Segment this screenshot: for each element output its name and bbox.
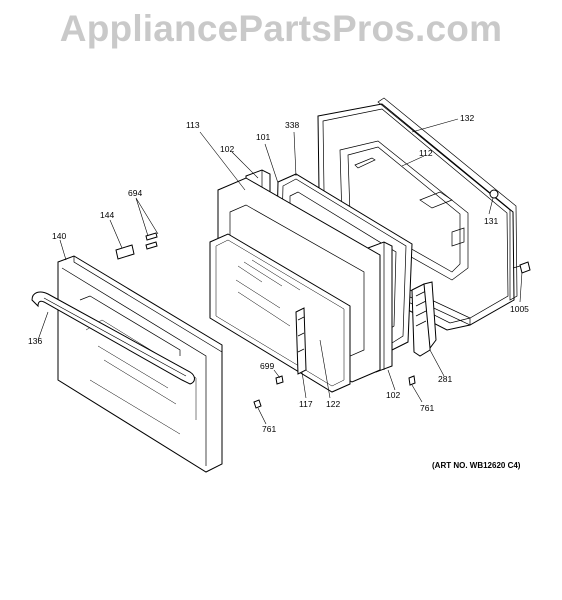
art-number-label: (ART NO. WB12620 C4): [432, 461, 521, 470]
callout-699: 699: [260, 361, 274, 371]
callout-102-lower: 102: [386, 390, 400, 400]
screw-761-left: [253, 399, 262, 409]
handle-end-cap: [115, 244, 135, 260]
callout-140: 140: [52, 231, 66, 241]
callout-122: 122: [326, 399, 340, 409]
callout-117: 117: [299, 399, 313, 409]
inner-glass-panel: [209, 233, 351, 393]
leader-lines: [37, 118, 523, 425]
screw-1005: [512, 261, 531, 274]
screws-694: [145, 232, 158, 250]
callout-136: 136: [28, 336, 42, 346]
callout-761-right: 761: [420, 403, 434, 413]
callout-144: 144: [100, 210, 114, 220]
callout-338: 338: [285, 120, 299, 130]
screw-761-right: [408, 375, 416, 386]
outer-door-panel: [57, 255, 223, 473]
glass-bracket: [295, 307, 307, 375]
door-gasket: [377, 97, 518, 301]
callout-132: 132: [460, 113, 474, 123]
callout-761-left: 761: [262, 424, 276, 434]
door-handle: [31, 291, 195, 385]
callout-281: 281: [438, 374, 452, 384]
callout-102-upper: 102: [220, 144, 234, 154]
plug-button-131: [489, 189, 499, 199]
hinge-assembly: [411, 281, 437, 357]
callout-113: 113: [186, 120, 200, 130]
site-watermark: AppliancePartsPros.com: [59, 8, 503, 49]
callout-1005: 1005: [510, 304, 529, 314]
callout-112: 112: [419, 148, 433, 158]
callout-131: 131: [484, 216, 498, 226]
screw-699: [275, 375, 284, 385]
callout-101: 101: [256, 132, 270, 142]
callout-694: 694: [128, 188, 142, 198]
